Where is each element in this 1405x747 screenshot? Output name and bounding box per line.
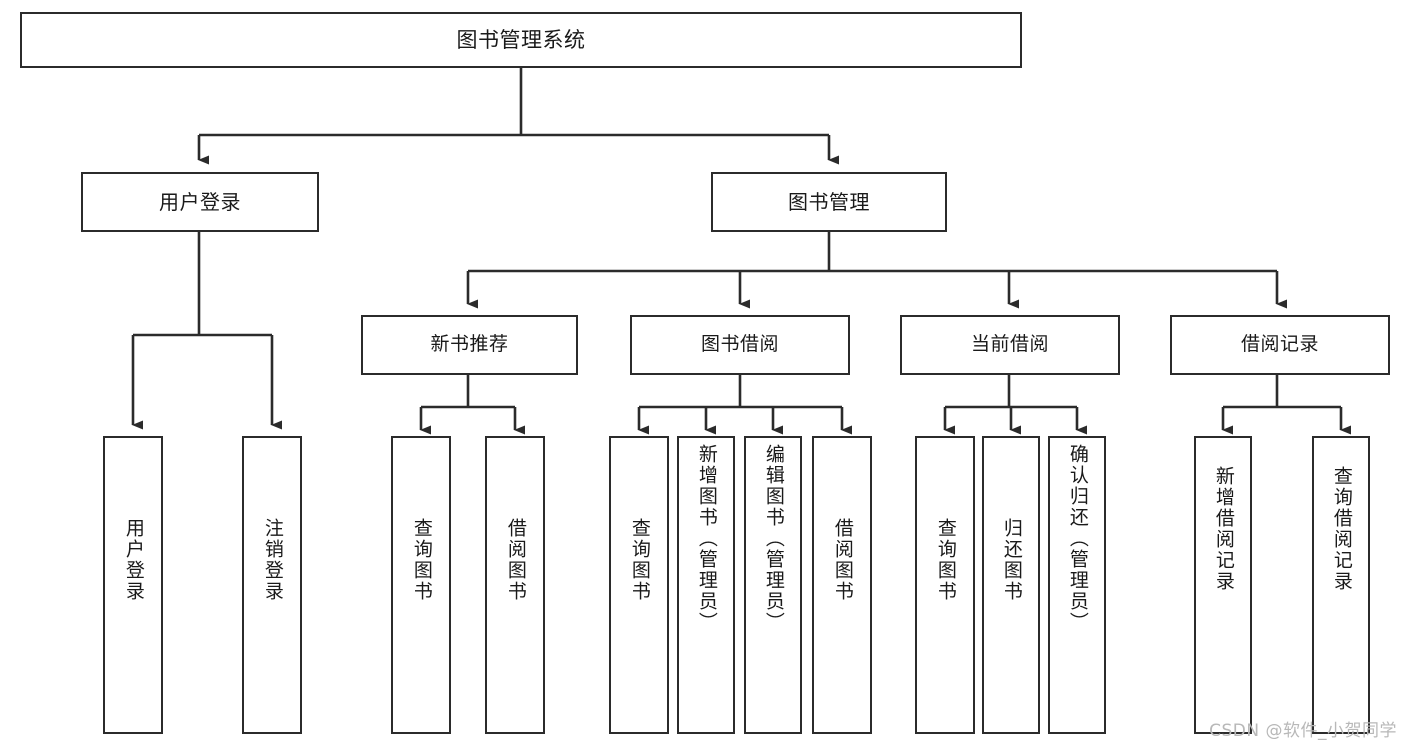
leaf-bb-edit-book-admin[interactable]: 编辑图书（管理员） [744,436,802,734]
node-label: 用户登录 [159,189,241,214]
node-label: 借阅图书 [504,518,527,602]
leaf-bb-add-book-admin[interactable]: 新增图书（管理员） [677,436,735,734]
node-label: 注销登录 [261,518,284,602]
node-label: 查询图书 [410,518,433,602]
node-borrow-record[interactable]: 借阅记录 [1170,315,1390,375]
node-root-system[interactable]: 图书管理系统 [20,12,1022,68]
leaf-logout[interactable]: 注销登录 [242,436,302,734]
leaf-user-login[interactable]: 用户登录 [103,436,163,734]
node-label: 图书管理 [788,189,870,214]
node-current-borrow[interactable]: 当前借阅 [900,315,1120,375]
leaf-bb-query-book[interactable]: 查询图书 [609,436,669,734]
node-label: 图书管理系统 [456,27,586,52]
node-label: 当前借阅 [970,333,1049,356]
node-user-login[interactable]: 用户登录 [81,172,319,232]
node-label: 新增借阅记录 [1212,466,1235,592]
leaf-cb-query-book[interactable]: 查询图书 [915,436,975,734]
node-label: 查询图书 [628,518,651,602]
csdn-watermark: CSDN @软件_小贺同学 [1209,721,1397,741]
leaf-bb-borrow-book[interactable]: 借阅图书 [812,436,872,734]
leaf-nb-borrow-book[interactable]: 借阅图书 [485,436,545,734]
node-label: 新增图书（管理员） [695,444,718,633]
node-new-book-recommend[interactable]: 新书推荐 [361,315,578,375]
leaf-br-query-record[interactable]: 查询借阅记录 [1312,436,1370,734]
node-label: 借阅图书 [831,518,854,602]
node-label: 确认归还（管理员） [1066,444,1089,633]
leaf-nb-query-book[interactable]: 查询图书 [391,436,451,734]
leaf-cb-confirm-return-admin[interactable]: 确认归还（管理员） [1048,436,1106,734]
node-label: 借阅记录 [1240,333,1319,356]
leaf-br-add-record[interactable]: 新增借阅记录 [1194,436,1252,734]
node-label: 查询借阅记录 [1330,466,1353,592]
node-book-borrow[interactable]: 图书借阅 [630,315,850,375]
node-label: 新书推荐 [430,333,509,356]
node-label: 归还图书 [1000,518,1023,602]
node-label: 编辑图书（管理员） [762,444,785,633]
leaf-cb-return-book[interactable]: 归还图书 [982,436,1040,734]
node-label: 查询图书 [934,518,957,602]
node-label: 图书借阅 [700,333,779,356]
node-label: 用户登录 [122,518,145,602]
node-book-management[interactable]: 图书管理 [711,172,947,232]
